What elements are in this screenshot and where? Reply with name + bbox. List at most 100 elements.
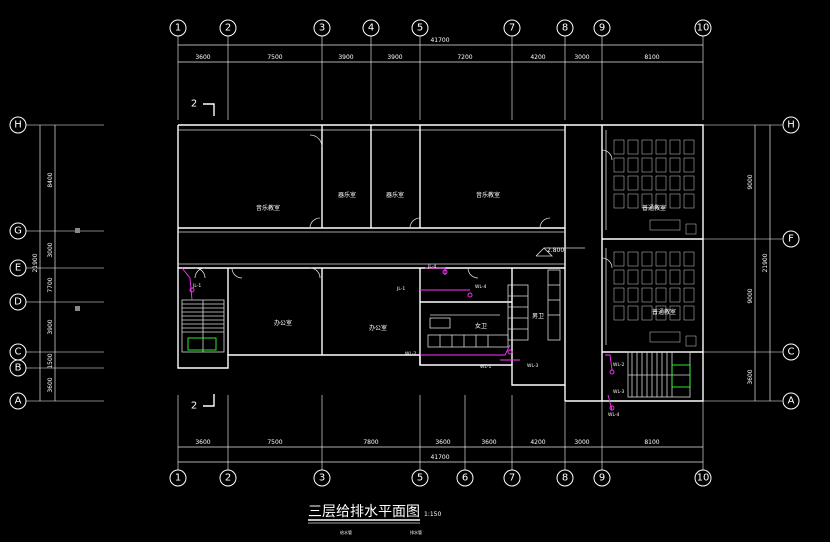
row-bubble-left-E: E <box>15 263 21 274</box>
legend-item-1: 给水管 <box>340 529 352 535</box>
west-stairs <box>181 299 225 353</box>
row-bubble-left-C: C <box>15 347 22 358</box>
col-bubble-top-8: 8 <box>562 23 568 34</box>
dim-bottom-1: 3600 <box>195 439 210 446</box>
row-bubble-left-B: B <box>15 363 22 374</box>
col-bubble-bottom-1: 1 <box>175 473 181 484</box>
restroom-fixtures <box>427 269 561 348</box>
left-row-axes: H G E D C B A 8400 3000 7700 3900 1500 3… <box>9 116 104 410</box>
pipe-label-4: WL-4 <box>475 284 487 290</box>
dim-bottom-4: 3600 <box>435 439 450 446</box>
pipe-label-1: JL-1 <box>192 283 201 289</box>
dim-bottom-2: 7500 <box>267 439 282 446</box>
classroom-desks-upper <box>613 139 697 235</box>
section-marks: 2 2 <box>191 99 215 412</box>
room-label-male-wc: 男卫 <box>532 313 544 320</box>
row-bubble-left-A: A <box>15 396 22 407</box>
col-bubble-top-9: 9 <box>599 23 605 34</box>
pipe-label-10: WL-4 <box>608 412 620 418</box>
row-bubble-right-A: A <box>788 396 795 407</box>
col-bubble-bottom-6: 6 <box>462 473 468 484</box>
drawing-scale: 1:150 <box>424 511 441 518</box>
dim-bottom-6: 4200 <box>530 439 545 446</box>
room-label-female-wc: 女卫 <box>475 322 487 330</box>
dim-top-6: 4200 <box>530 54 545 61</box>
pipe-label-8: WL-2 <box>613 362 625 368</box>
col-bubble-top-4: 4 <box>368 23 374 34</box>
dim-top-3: 3900 <box>338 54 353 61</box>
dim-top-2: 7500 <box>267 54 282 61</box>
room-label-office-2: 办公室 <box>369 324 387 332</box>
col-bubble-bottom-5: 5 <box>417 473 423 484</box>
room-label-instrument-1: 器乐室 <box>338 191 356 199</box>
left-dim-6: 3600 <box>47 377 54 392</box>
section-mark-top: 2 <box>191 99 197 110</box>
dim-bottom-5: 3600 <box>481 439 496 446</box>
overall-dim-top: 41700 <box>430 37 449 44</box>
room-label-instrument-2: 器乐室 <box>386 191 404 199</box>
dim-top-5: 7200 <box>457 54 472 61</box>
room-label-classroom-2: 普通教室 <box>652 308 676 316</box>
dim-top-7: 3000 <box>574 54 589 61</box>
bottom-dimensions: 41700 3600 7500 7800 3600 3600 4200 3000… <box>178 439 703 463</box>
row-bubble-left-G: G <box>14 226 22 237</box>
overall-dim-bottom: 41700 <box>430 454 449 461</box>
elevation-mark: 2.800 <box>535 247 585 257</box>
classroom-desks-lower <box>613 251 697 347</box>
row-bubble-right-H: H <box>787 120 795 131</box>
pipe-label-3: JL-1 <box>396 286 405 292</box>
col-bubble-top-2: 2 <box>225 23 231 34</box>
dim-top-1: 3600 <box>195 54 210 61</box>
row-bubble-right-F: F <box>788 234 794 245</box>
left-dim-4: 3900 <box>47 319 54 334</box>
plumbing-pipes <box>181 267 615 411</box>
right-dim-3: 3600 <box>747 369 754 384</box>
left-dim-2: 3000 <box>47 242 54 257</box>
col-bubble-bottom-7: 7 <box>509 473 515 484</box>
dim-top-4: 3900 <box>387 54 402 61</box>
row-bubble-right-C: C <box>788 347 795 358</box>
col-bubble-bottom-10: 10 <box>697 473 710 484</box>
pipe-labels: JL-1 JL-4 JL-1 WL-4 WL-2 WL-1 WL-3 WL-2 … <box>192 264 625 418</box>
room-label-classroom-1: 普通教室 <box>642 204 666 212</box>
left-dim-1: 8400 <box>47 172 54 187</box>
dim-bottom-3: 7800 <box>363 439 378 446</box>
left-dim-5: 1500 <box>47 353 54 368</box>
doors <box>194 134 613 279</box>
drawing-title-text: 三层给排水平面图 <box>308 504 420 520</box>
legend-item-2: 排水管 <box>410 529 422 535</box>
dim-top-8: 8100 <box>644 54 659 61</box>
col-bubble-top-3: 3 <box>319 23 325 34</box>
pipe-label-9: WL-3 <box>613 389 625 395</box>
col-bubble-bottom-8: 8 <box>562 473 568 484</box>
room-label-office-1: 办公室 <box>274 319 292 327</box>
top-axis-bubbles: 1 2 3 4 5 7 8 9 10 <box>169 19 712 120</box>
left-dim-3: 7700 <box>47 277 54 292</box>
pipe-label-7: WL-3 <box>527 363 539 369</box>
dim-bottom-7: 3000 <box>574 439 589 446</box>
col-bubble-top-7: 7 <box>509 23 515 34</box>
right-dim-2: 9000 <box>747 288 754 303</box>
col-bubble-bottom-9: 9 <box>599 473 605 484</box>
row-bubble-left-H: H <box>14 120 22 131</box>
dim-bottom-8: 8100 <box>644 439 659 446</box>
room-labels: 音乐教室 器乐室 器乐室 音乐教室 普通教室 办公室 办公室 普通教室 女卫 男… <box>256 191 676 332</box>
elevation-value: 2.800 <box>547 247 564 254</box>
col-bubble-bottom-2: 2 <box>225 473 231 484</box>
room-label-music-1: 音乐教室 <box>256 204 280 212</box>
section-mark-bottom: 2 <box>191 401 197 412</box>
pipe-label-2: JL-4 <box>427 264 436 270</box>
bottom-axis-bubbles: 1 2 3 5 6 7 8 9 10 <box>169 395 712 487</box>
col-bubble-top-10: 10 <box>697 23 710 34</box>
room-label-music-2: 音乐教室 <box>476 191 500 199</box>
pipe-label-5: WL-2 <box>405 351 417 357</box>
col-bubble-top-5: 5 <box>417 23 423 34</box>
top-dimensions: 41700 3600 7500 3900 3900 7200 4200 3000… <box>178 37 703 63</box>
drawing-title: 三层给排水平面图 1:150 给水管 排水管 <box>308 504 441 535</box>
right-total: 21900 <box>762 253 769 272</box>
left-total: 21900 <box>32 253 39 272</box>
col-bubble-bottom-3: 3 <box>319 473 325 484</box>
row-bubble-left-D: D <box>14 297 22 308</box>
pipe-label-6: WL-1 <box>480 364 492 370</box>
